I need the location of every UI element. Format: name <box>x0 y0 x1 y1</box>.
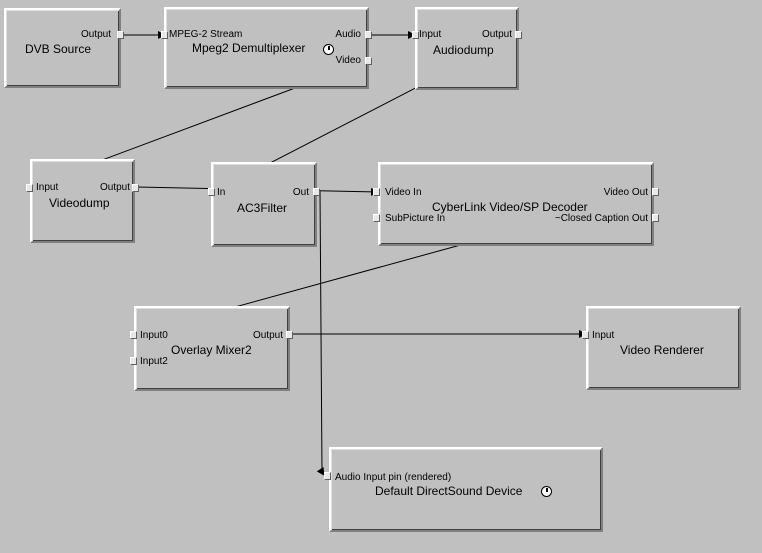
pin-demux-audio[interactable] <box>365 31 372 39</box>
pin-demux-mpeg2-stream[interactable] <box>161 31 168 39</box>
filter-name: Videodump <box>49 196 110 210</box>
pin-overlay-input0[interactable] <box>130 331 137 339</box>
pin-label-subpicture-in: SubPicture In <box>385 213 446 224</box>
pin-overlay-output[interactable] <box>286 331 293 339</box>
filter-name: Default DirectSound Device <box>375 484 523 498</box>
pin-label-input2: Input2 <box>140 356 168 367</box>
pin-label-closed-caption-out: ~Closed Caption Out <box>554 213 648 224</box>
filter-name: Overlay Mixer2 <box>171 343 252 357</box>
pin-label-video: Video <box>335 55 361 66</box>
pin-label-video-out: Video Out <box>603 187 648 198</box>
pin-label-audio-input: Audio Input pin (rendered) <box>335 472 452 483</box>
pin-dsound-audio-input[interactable] <box>324 472 331 480</box>
pin-demux-video[interactable] <box>365 57 372 65</box>
pin-decoder-video-out[interactable] <box>652 188 659 196</box>
filter-cyberlink-decoder[interactable]: Video In Video Out CyberLink Video/SP De… <box>378 162 654 246</box>
filter-name: Mpeg2 Demultiplexer <box>192 41 306 55</box>
filter-video-renderer[interactable]: Input Video Renderer <box>586 306 741 390</box>
pin-label-input: Input <box>592 330 615 341</box>
pin-renderer-input[interactable] <box>582 331 589 339</box>
pin-ac3filter-out[interactable] <box>313 188 320 196</box>
pin-label-output: Output <box>252 330 283 341</box>
pin-ac3filter-in[interactable] <box>208 188 215 196</box>
filter-directsound-device[interactable]: Audio Input pin (rendered) Default Direc… <box>329 447 603 532</box>
pin-label-input: Input <box>36 182 59 193</box>
pin-label-in: In <box>217 187 226 198</box>
filter-name: DVB Source <box>25 42 92 56</box>
filter-ac3filter[interactable]: In Out AC3Filter <box>211 162 317 247</box>
pin-label-input: Input <box>419 29 442 40</box>
clock-icon <box>323 44 334 55</box>
pin-label-audio: Audio <box>335 29 361 40</box>
pin-label-out: Out <box>292 187 309 198</box>
pin-label-mpeg2-stream: MPEG-2 Stream <box>169 29 243 40</box>
pin-decoder-closed-caption-out[interactable] <box>652 214 659 222</box>
pin-decoder-video-in[interactable] <box>373 188 380 196</box>
clock-icon <box>541 486 552 497</box>
pin-videodump-output[interactable] <box>132 184 139 192</box>
pin-dvb-output[interactable] <box>117 31 124 39</box>
pin-label-output: Output <box>99 182 130 193</box>
filter-audiodump[interactable]: Input Output Audiodump <box>415 7 519 90</box>
pin-label-output: Output <box>481 29 512 40</box>
filter-name: CyberLink Video/SP Decoder <box>432 200 588 214</box>
filter-mpeg2-demux[interactable]: MPEG-2 Stream Audio Mpeg2 Demultiplexer … <box>164 7 369 89</box>
pin-label-input0: Input0 <box>140 330 168 341</box>
pin-audiodump-output[interactable] <box>515 31 522 39</box>
filter-name: Audiodump <box>433 43 494 57</box>
pin-label-output: Output <box>80 29 111 40</box>
filter-name: Video Renderer <box>620 343 704 357</box>
pin-videodump-input[interactable] <box>26 184 33 192</box>
pin-decoder-subpicture-in[interactable] <box>373 214 380 222</box>
filter-name: AC3Filter <box>237 201 288 215</box>
filter-dvb-source[interactable]: DVB Source Output <box>4 8 121 88</box>
pin-label-video-in: Video In <box>385 187 422 198</box>
filter-videodump[interactable]: Input Output Videodump <box>30 159 135 243</box>
filter-overlay-mixer2[interactable]: Input0 Output Overlay Mixer2 Input2 <box>134 306 290 391</box>
wire-ac3filter-to-dsound[interactable] <box>316 190 325 476</box>
pin-overlay-input2[interactable] <box>130 357 137 365</box>
pin-audiodump-input[interactable] <box>412 31 419 39</box>
